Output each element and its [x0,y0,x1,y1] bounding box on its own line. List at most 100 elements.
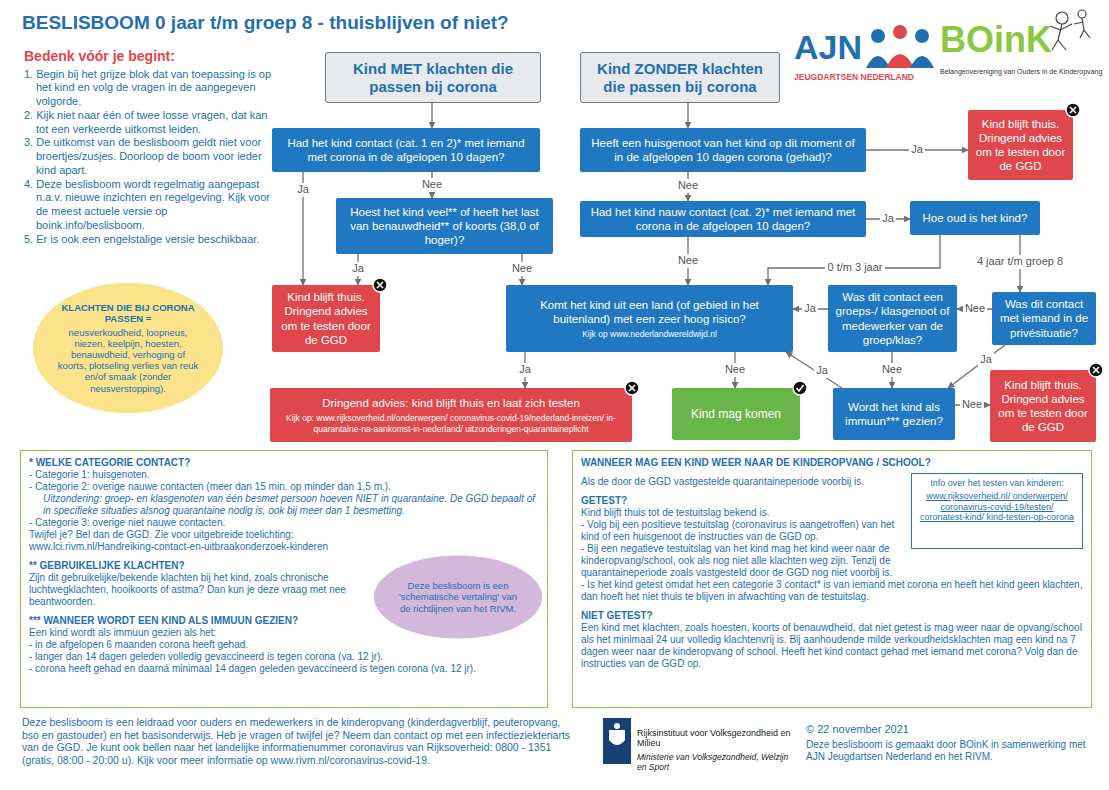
logo-text: BOinK [940,22,1050,58]
figure-head [1056,12,1068,24]
icon-disc [625,381,639,395]
node-subtext: - Is het kind getest omdat het een categ… [581,579,1083,603]
footer-note: Deze beslisboom is een leidraad voor oud… [22,716,572,766]
node-text: * WELKE CATEGORIE CONTACT? [29,457,539,469]
edge-label: Nee [676,179,700,192]
org-name: Ministerie van Volksgezondheid, Welzijn … [637,753,797,773]
connector [431,103,432,128]
note-ellipse: KLACHTEN DIE BIJ CORONA PASSEN = neusverk… [32,282,224,414]
question-box: Komt het kind uit een land (of gebied in… [506,285,793,352]
node-subtext: *** WANNEER WORDT EEN KIND ALS IMMUUN GE… [29,615,369,627]
check-mark [797,385,804,391]
connector [786,352,842,388]
node-text: Dringend advies: kind blijft thuis en la… [322,396,580,410]
node-subtext: - Categorie 1: huisgenoten. [29,469,539,481]
figure-body [910,56,934,68]
node-subtext: Zijn dit gebruikelijke/bekende klachten … [29,572,369,608]
node-subtext: - Bij een negatieve testuitslag van het … [581,543,903,579]
node-text: Was dit contact een groeps-/ klasgenoot … [834,290,951,346]
connector [768,235,940,285]
edge-label: Nee [880,363,904,376]
edge-label: Ja [880,212,896,225]
ajn-figures [866,25,934,68]
node-text: Kind ZONDER klachten die passen bij coro… [587,60,773,96]
list-item: 4. Deze beslisboom wordt regelmatig aang… [24,178,278,233]
node-subtext: - Categorie 2: overige nauwe contacten (… [29,481,539,493]
cross-mark [377,282,383,288]
node-text: Kind blijft thuis. Dringend advies om te… [996,378,1090,434]
edge-label: 0 t/m 3 jaar [825,261,884,274]
node-text: Heeft een huisgenoot van het kind op dit… [586,136,860,164]
edge-label: Nee [963,302,987,315]
node-subtext: NIET GETEST? [581,610,1083,622]
node-subtext: neusverkoudheid, loopneus, niezen, keelp… [56,327,200,394]
node-subtext: Een kind wordt als immuun gezien als het… [29,627,369,639]
question-box: Hoe oud is het kind? [910,201,1040,235]
logo-subtitle: JEUGDARTSEN NEDERLAND [794,72,954,82]
copyright: © 22 november 2021 [806,723,1096,735]
node-subtext: Twijfel je? Bel dan de GGD. Zie voor uit… [29,529,369,553]
node-subtext: Uitzondering: groep- en klasgenoten van … [29,493,539,517]
edge-label: Ja [802,302,818,315]
advice-box: Kind blijft thuis. Dringend advies om te… [272,285,380,352]
node-subtext: - langer dan 14 dagen geleden volledig g… [29,651,539,663]
node-text: Had het kind nauw contact (cat. 2)* met … [586,205,860,233]
node-subtext: GETEST? [581,495,903,507]
figure-body [1050,24,1072,50]
node-text: KLACHTEN DIE BIJ CORONA PASSEN = [56,302,200,324]
edge-label: Ja [978,353,994,366]
note-ellipse: Deze beslisboom is een 'schematische ver… [373,555,543,639]
figure-body [886,54,914,68]
instruction-list: Bedenk vóór je begint: 1. Begin bij het g… [24,48,278,246]
credit-note: Deze beslisboom is gemaakt door BOinK in… [806,739,1096,763]
node-subtext: Een kind met klachten, zoals hoesten, ko… [581,622,1083,670]
logo-crest [609,730,625,745]
edge-label: 4 jaar t/m groep 8 [975,255,1065,268]
node-text: Wordt het kind als immuun*** gezien? [839,400,949,428]
logo-crown [614,723,620,729]
cross-mark [1070,107,1076,113]
ok-icon [793,381,807,395]
node-subtext: - corona heeft gehad en daarná minimaal … [29,663,539,675]
start-box: Kind ZONDER klachten die passen bij coro… [580,52,780,103]
icon-disc [1089,363,1103,377]
list-heading: Bedenk vóór je begint: [24,48,278,66]
advice-box: Dringend advies: kind blijft thuis en la… [270,388,632,442]
node-text: WANNEER MAG EEN KIND WEER NAAR DE KINDER… [581,457,1083,469]
node-text: Kind blijft thuis. Dringend advies om te… [278,290,374,346]
node-subtext: Als de door de GGD vastgestelde quaranta… [581,476,903,488]
stop-icon [1089,363,1103,377]
list-item: 1. Begin bij het grijze blok dat van toe… [24,68,278,109]
start-box: Kind MET klachten die passen bij corona [325,52,541,103]
figure-body [866,56,890,68]
node-text: Kind mag komen [691,407,781,421]
page-title: BESLISBOOM 0 jaar t/m groep 8 - thuisbli… [22,12,509,34]
advice-box: Kind blijft thuis. Dringend advies om te… [968,110,1073,180]
node-subtext: - Volg bij een positieve testuitslag (co… [581,519,903,543]
icon-disc [1066,103,1080,117]
icon-disc [373,278,387,292]
logo-text: AJN [794,30,874,64]
edge-label: Ja [350,262,366,275]
question-box: Heeft een huisgenoot van het kind op dit… [580,128,866,172]
logo-subtitle: Belangenvereniging van Ouders in de Kind… [940,68,1106,75]
figure-head [893,25,907,39]
figure-body [1074,18,1090,38]
question-box: Had het kind contact (cat. 1 en 2)* met … [272,128,540,172]
logo-bar [603,718,631,764]
question-box: Was dit contact met iemand in de privési… [992,292,1096,345]
question-box: Wordt het kind als immuun*** gezien? [833,388,955,440]
stop-icon [1066,103,1080,117]
boink-figure [1050,10,1090,50]
edge-label: Nee [676,254,700,267]
info-panel: WANNEER MAG EEN KIND WEER NAAR DE KINDER… [572,450,1092,708]
node-text: Info over het testen van kinderen: [918,478,1076,489]
node-text: Kind MET klachten die passen bij corona [332,60,534,96]
figure-head [1078,10,1086,18]
edge-label: Ja [909,143,925,156]
stop-icon [625,381,639,395]
cross-mark [629,385,635,391]
node-text: Kind blijft thuis. Dringend advies om te… [974,117,1067,173]
list-item: 3. De uitkomst van de beslisboom geldt n… [24,136,278,177]
icon-disc [793,381,807,395]
